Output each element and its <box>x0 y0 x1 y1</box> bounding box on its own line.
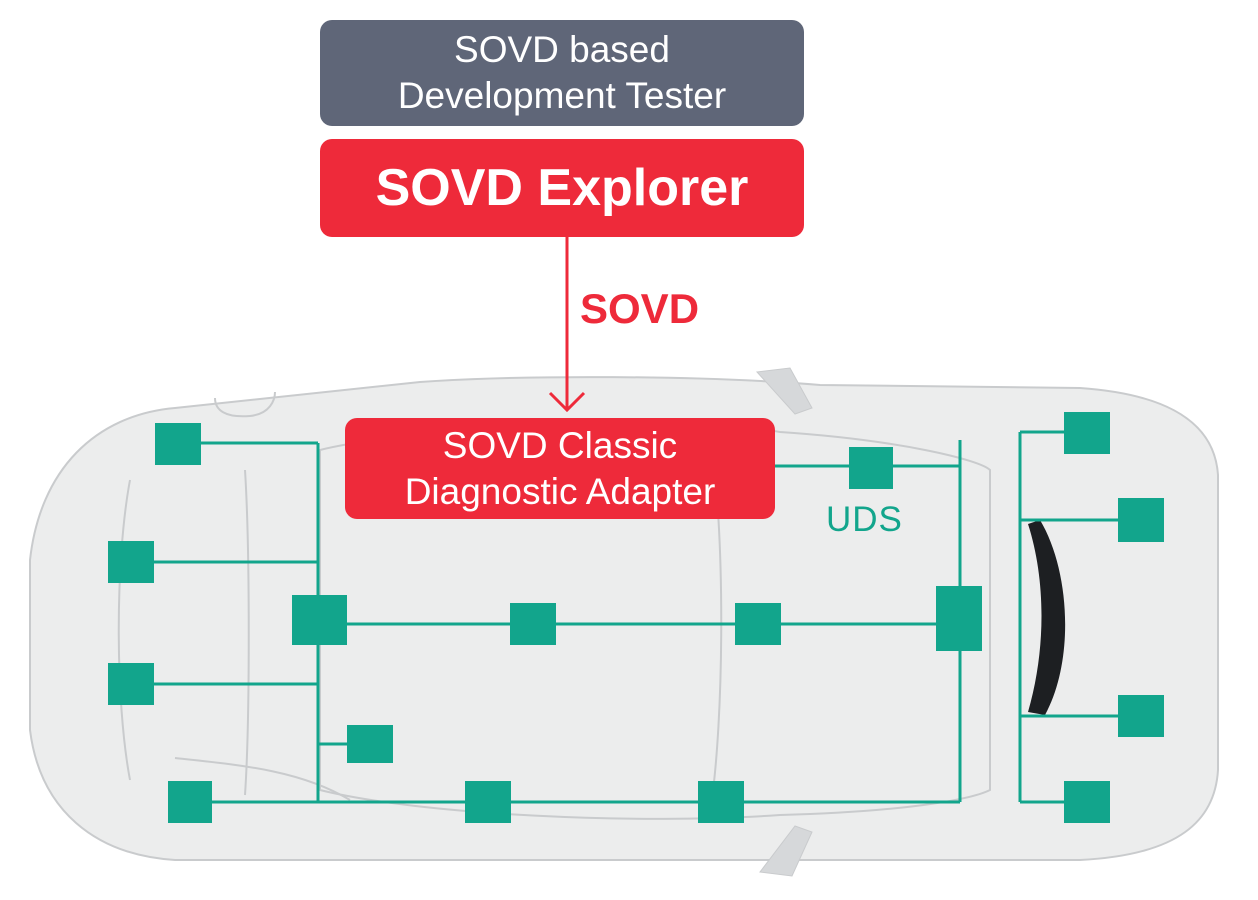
ecu-node-icon <box>168 781 212 823</box>
ecu-node-icon <box>155 423 201 465</box>
ecu-nodes <box>108 412 1164 823</box>
adapter-label-line-1: SOVD Classic <box>442 424 678 466</box>
car-body <box>29 376 1219 861</box>
ecu-node-icon <box>292 595 347 645</box>
car-crease-top <box>214 391 276 418</box>
ecu-node-icon <box>108 663 154 705</box>
explorer-label: SOVD Explorer <box>375 159 749 217</box>
ecu-node-icon <box>465 781 511 823</box>
ecu-node-icon <box>1064 781 1110 823</box>
car-mirror-top <box>755 367 813 415</box>
ecu-node-icon <box>735 603 781 645</box>
ecu-node-icon <box>698 781 744 823</box>
sovd-connector <box>548 237 586 413</box>
arrow-down-icon <box>548 391 586 413</box>
ecu-node-icon <box>936 586 982 651</box>
car-crease-bottom <box>174 757 351 801</box>
development-tester-box: SOVD based Development Tester <box>320 20 804 126</box>
uds-bus-lines <box>130 430 1140 804</box>
adapter-label-line-2: Diagnostic Adapter <box>404 470 716 512</box>
sovd-link-label: SOVD <box>580 285 700 332</box>
classic-diagnostic-adapter-box: SOVD Classic Diagnostic Adapter <box>345 418 775 519</box>
uds-label: UDS <box>826 500 903 539</box>
car-cabin-inner <box>244 469 250 796</box>
ecu-node-icon <box>347 725 393 763</box>
ecu-node-icon <box>849 447 893 489</box>
tester-label-line-2: Development Tester <box>397 75 727 116</box>
sovd-explorer-box: SOVD Explorer <box>320 139 804 237</box>
car-mirror-bottom <box>759 825 813 877</box>
ecu-node-icon <box>1118 498 1164 542</box>
ecu-node-icon <box>108 541 154 583</box>
car-rear-glass <box>1028 520 1066 715</box>
ecu-node-icon <box>1064 412 1110 454</box>
ecu-node-icon <box>510 603 556 645</box>
ecu-node-icon <box>1118 695 1164 737</box>
car-hood-line <box>117 479 131 781</box>
car-top-view-icon <box>29 367 1219 877</box>
tester-label-line-1: SOVD based <box>454 29 670 70</box>
